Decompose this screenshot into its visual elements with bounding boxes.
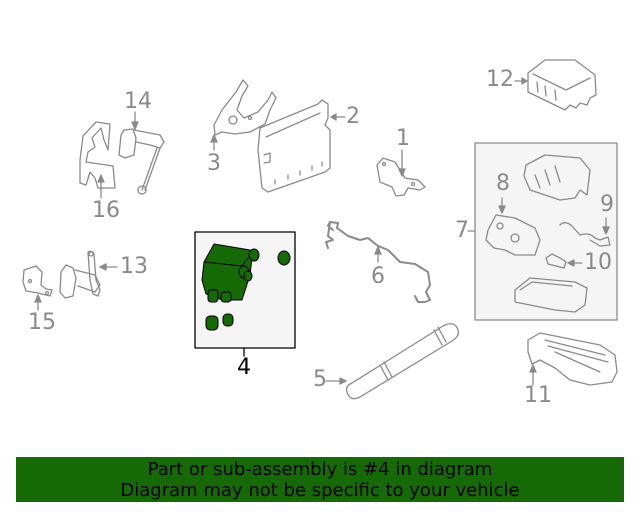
info-banner: Part or sub-assembly is #4 in diagram Di… [16,457,624,502]
banner-line-2: Diagram may not be specific to your vehi… [120,480,520,501]
callout-2[interactable]: 2 [346,104,360,129]
part-3-bracket[interactable] [210,79,277,151]
diagram-artwork [22,59,618,400]
callout-12[interactable]: 12 [486,67,514,92]
part-7-compressor-assembly-box[interactable] [467,142,618,321]
part-1-sensor[interactable] [376,149,426,197]
callout-16[interactable]: 16 [92,198,120,223]
banner-line-1: Part or sub-assembly is #4 in diagram [147,459,493,480]
part-14-height-sensor[interactable] [118,111,165,195]
callout-8[interactable]: 8 [496,171,510,196]
callout-4[interactable]: 4 [237,355,251,380]
part-10-valve[interactable] [545,253,583,269]
part-12-cover[interactable] [514,59,597,111]
part-8-compressor[interactable] [485,197,541,256]
part-9-harness[interactable] [559,217,611,247]
callout-9[interactable]: 9 [600,192,614,217]
part-6-air-line[interactable] [325,221,431,303]
part-4-highlight-box[interactable] [194,231,296,357]
part-15-bracket[interactable] [22,265,53,311]
callout-3[interactable]: 3 [207,151,221,176]
callout-13[interactable]: 13 [120,254,148,279]
callout-6[interactable]: 6 [371,264,385,289]
part-5-reservoir[interactable] [325,323,460,400]
part-16-bracket[interactable] [79,121,116,199]
part-13-height-sensor[interactable] [59,250,118,299]
callout-5[interactable]: 5 [313,367,327,392]
callout-15[interactable]: 15 [28,310,56,335]
callout-10[interactable]: 10 [584,250,612,275]
callout-7[interactable]: 7 [455,218,469,243]
part-11-bracket[interactable] [527,332,618,386]
part-2-control-module[interactable] [257,99,346,193]
callout-1[interactable]: 1 [396,126,410,151]
callout-11[interactable]: 11 [524,383,552,408]
parts-diagram: 1 2 3 4 5 6 7 8 9 10 11 12 13 14 15 16 [22,59,618,408]
callout-14[interactable]: 14 [124,89,152,114]
